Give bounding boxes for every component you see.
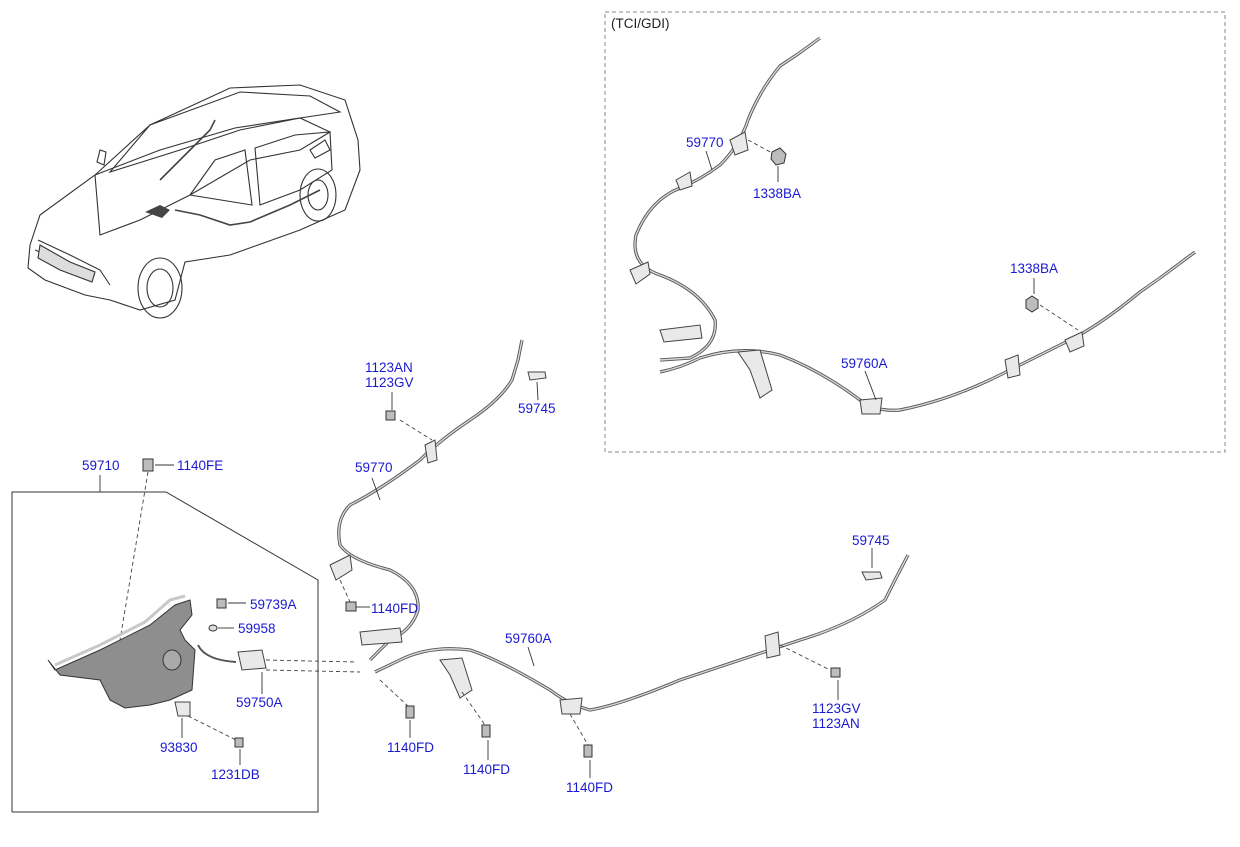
- tci-cable-59770: [629, 36, 821, 362]
- label-59745-top[interactable]: 59745: [518, 401, 556, 416]
- label-1123AN-right[interactable]: 1123AN: [812, 716, 860, 731]
- parking-brake-lever: [47, 594, 237, 709]
- bolt-1140FD-b: [405, 705, 415, 719]
- equalizer-59750A: [237, 649, 361, 694]
- label-1123GV-right[interactable]: 1123GV: [812, 701, 861, 716]
- bolt-1140FE: [119, 458, 174, 641]
- label-59750A[interactable]: 59750A: [236, 695, 283, 710]
- label-1140FD-d[interactable]: 1140FD: [566, 780, 613, 795]
- cable-59760A: [374, 554, 910, 715]
- clip-59745-top: [527, 371, 547, 401]
- label-1140FD-b[interactable]: 1140FD: [387, 740, 434, 755]
- tci-gdi-variant-box: (TCI/GDI): [604, 11, 1226, 453]
- label-59770[interactable]: 59770: [355, 460, 393, 475]
- label-1140FD-c[interactable]: 1140FD: [463, 762, 510, 777]
- label-1140FE[interactable]: 1140FE: [177, 458, 223, 473]
- label-59958[interactable]: 59958: [238, 621, 276, 636]
- clip-59745-right: [861, 548, 883, 581]
- screw-1231DB: [187, 715, 244, 765]
- vehicle-illustration: [27, 84, 361, 319]
- label-93830[interactable]: 93830: [160, 740, 198, 755]
- lever-assembly-box: [11, 491, 319, 813]
- label-1123AN-top[interactable]: 1123AN: [365, 360, 413, 375]
- bracket-93830: [174, 701, 191, 738]
- label-59739A[interactable]: 59739A: [250, 597, 297, 612]
- label-59760A[interactable]: 59760A: [505, 631, 552, 646]
- label-59745-right[interactable]: 59745: [852, 533, 890, 548]
- bolt-1140FD-a: [345, 601, 357, 612]
- label-1338BA-a[interactable]: 1338BA: [753, 186, 801, 201]
- cable-59770: [329, 339, 524, 662]
- bolt-1123AN: [385, 392, 396, 421]
- label-1123GV-top[interactable]: 1123GV: [365, 375, 414, 390]
- label-1338BA-b[interactable]: 1338BA: [1010, 261, 1058, 276]
- variant-box-label: (TCI/GDI): [611, 16, 670, 31]
- label-59770-tci[interactable]: 59770: [686, 135, 724, 150]
- bolt-1140FD-c: [481, 724, 491, 738]
- bolt-1123GV-right: [830, 667, 841, 700]
- label-59760A-tci[interactable]: 59760A: [841, 356, 888, 371]
- label-59710[interactable]: 59710: [82, 458, 120, 473]
- bolt-1140FD-d: [583, 744, 593, 758]
- washer-59958: [208, 624, 234, 632]
- nut-1338BA-a: [770, 147, 787, 182]
- label-1231DB[interactable]: 1231DB: [211, 767, 260, 782]
- nut-1338BA-b: [1025, 278, 1039, 313]
- bolt-59739A: [216, 598, 246, 609]
- label-1140FD-a[interactable]: 1140FD: [371, 601, 418, 616]
- tci-cable-59760A: [659, 250, 1196, 415]
